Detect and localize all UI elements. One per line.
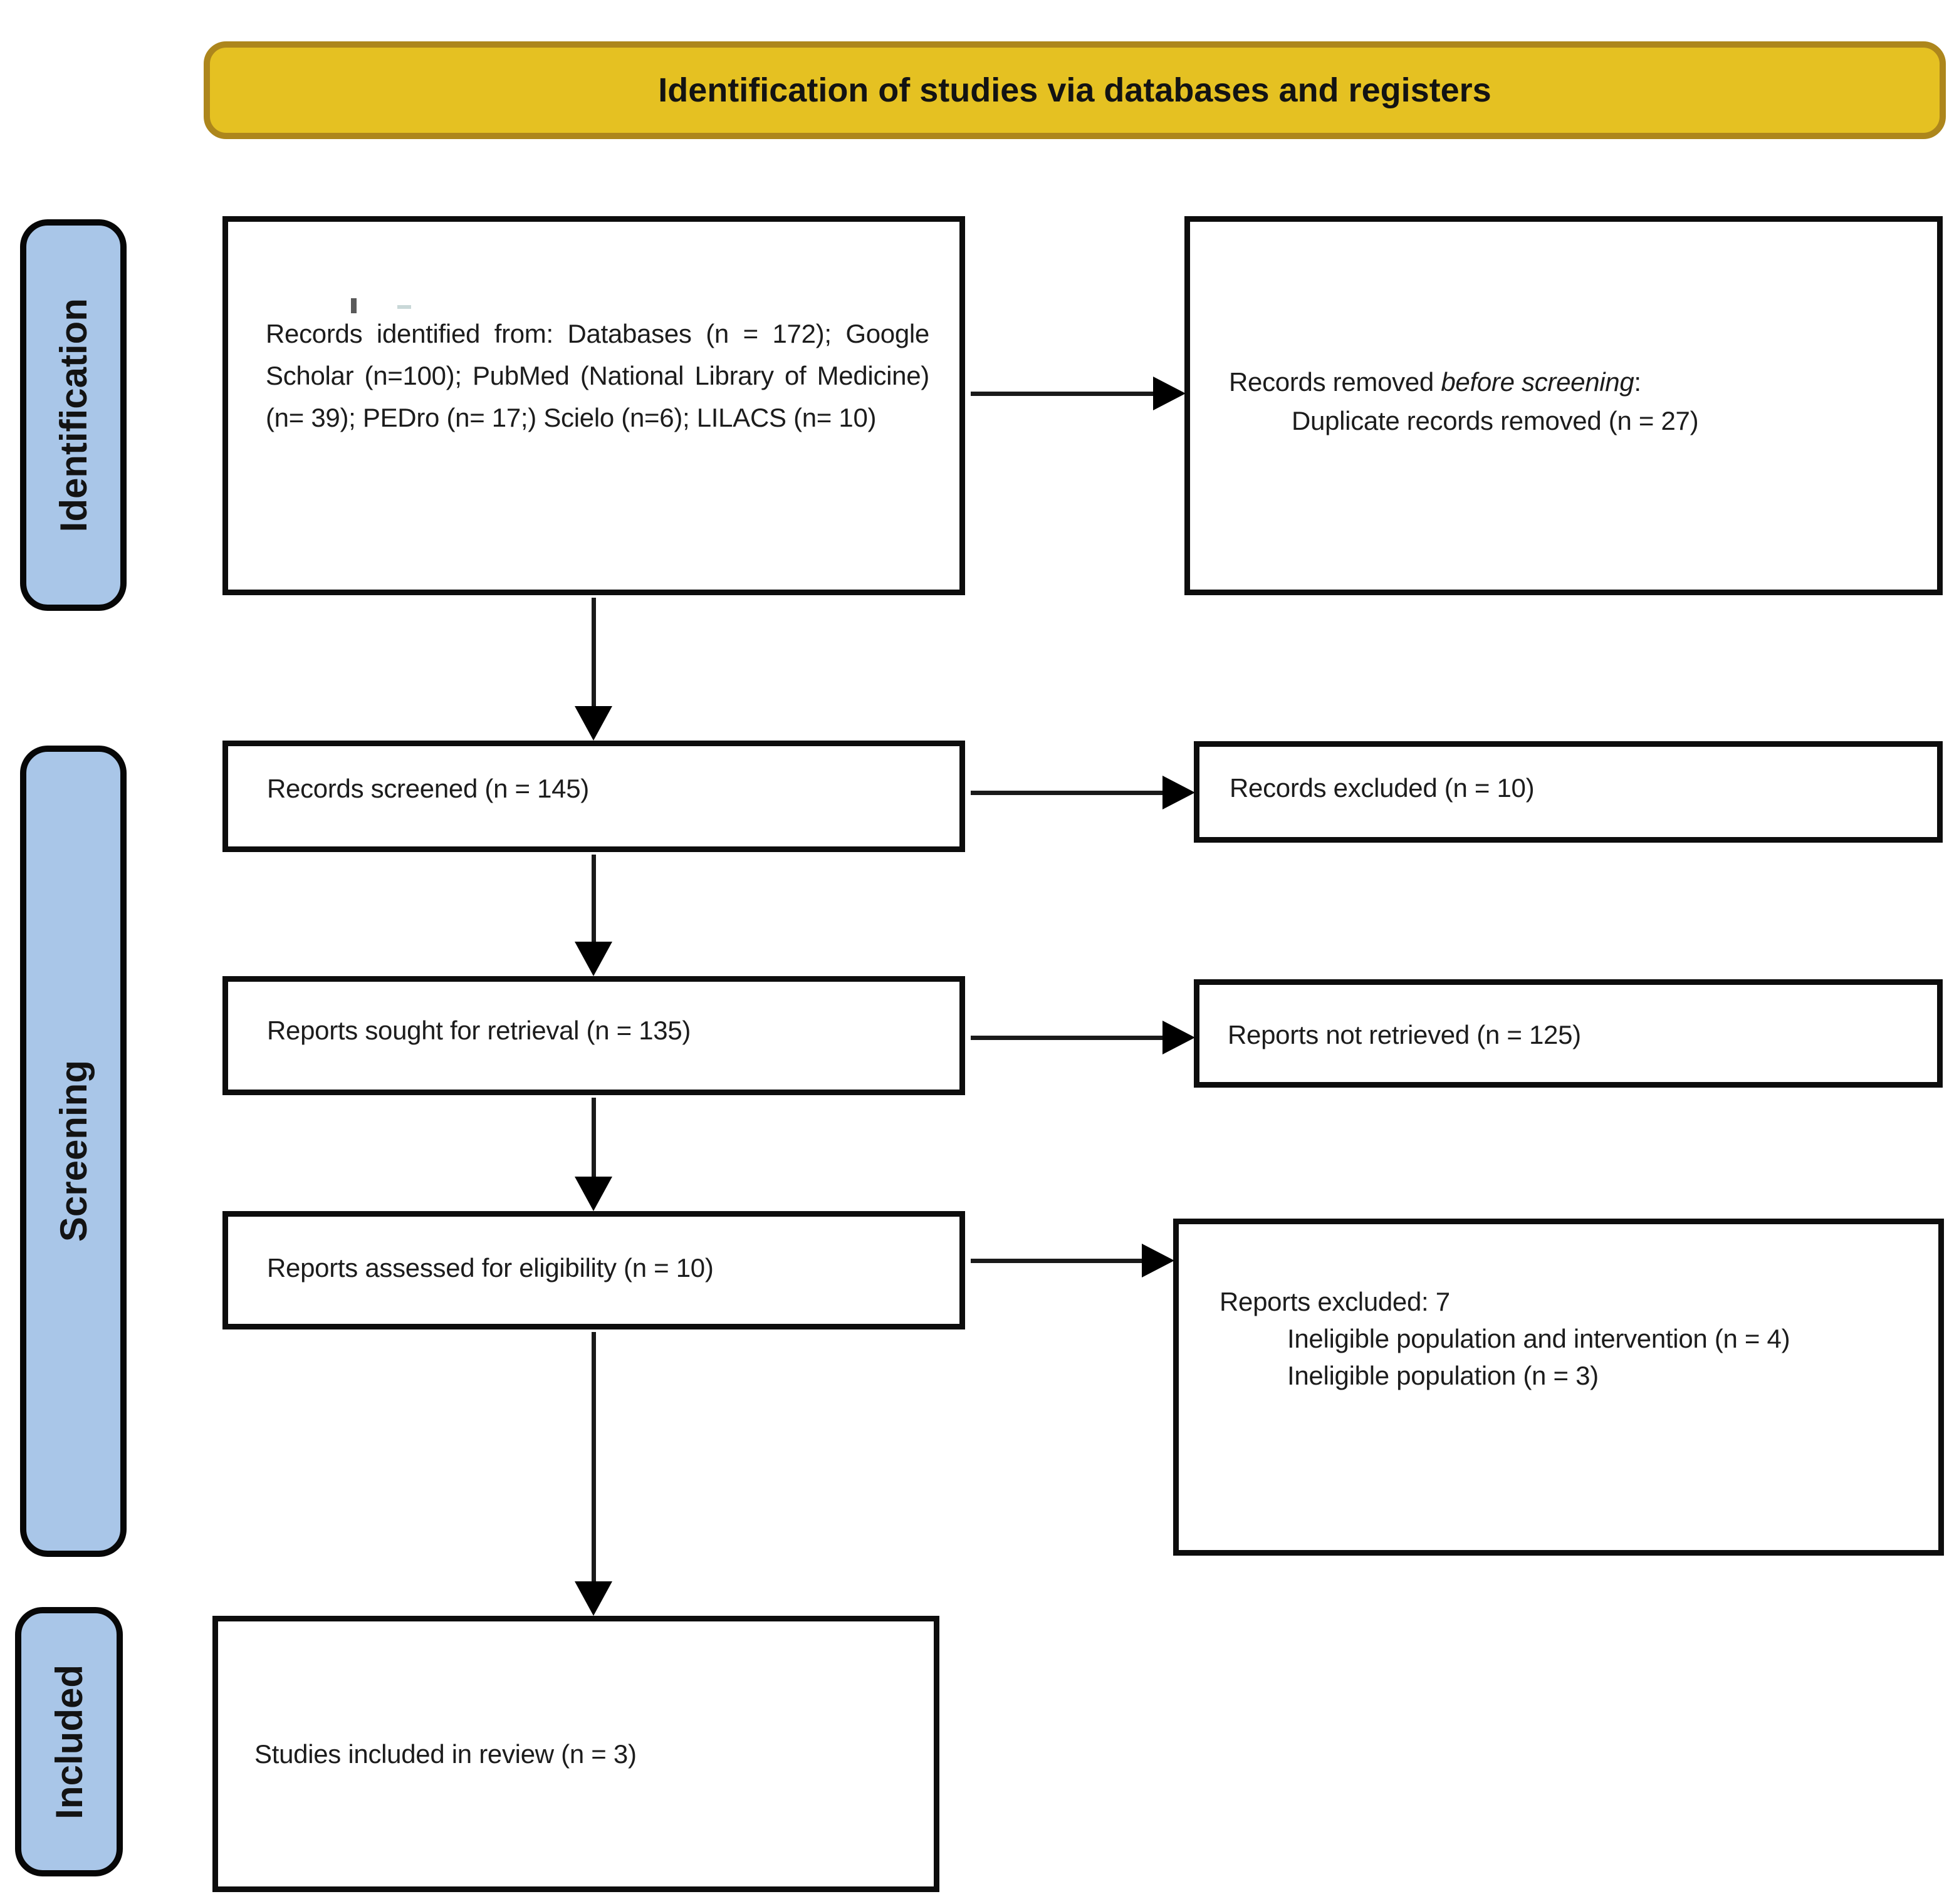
arrow-head-down-icon — [575, 942, 612, 976]
reports-excluded-line2: Ineligible population and intervention (… — [1287, 1323, 1790, 1353]
stage-label-screening-text: Screening — [52, 1060, 95, 1242]
arrow-line — [971, 791, 1165, 795]
arrow-line — [592, 1332, 596, 1586]
box-records-screened: Records screened (n = 145) — [222, 741, 965, 852]
box-reports-sought: Reports sought for retrieval (n = 135) — [222, 976, 965, 1095]
banner: Identification of studies via databases … — [204, 41, 1946, 139]
box-studies-included: Studies included in review (n = 3) — [212, 1616, 939, 1892]
arrow-head-down-icon — [575, 706, 612, 741]
box-reports-sought-text: Reports sought for retrieval (n = 135) — [267, 1016, 691, 1045]
records-removed-suffix: : — [1634, 367, 1641, 397]
box-reports-excluded-text: Reports excluded: 7 Ineligible populatio… — [1220, 1284, 1913, 1394]
arrow-line — [971, 1036, 1165, 1040]
scan-artifact — [351, 298, 357, 313]
banner-title: Identification of studies via databases … — [658, 71, 1491, 109]
reports-excluded-line1: Reports excluded: 7 — [1220, 1287, 1450, 1316]
arrow-line — [592, 855, 596, 946]
box-records-excluded: Records excluded (n = 10) — [1194, 741, 1943, 843]
arrow-head-right-icon — [1142, 1244, 1174, 1277]
records-removed-italic: before screening — [1441, 367, 1634, 397]
box-records-removed-text: Records removed before screening: Duplic… — [1229, 363, 1912, 440]
box-records-identified-text: Records identified from: Databases (n = … — [266, 319, 929, 433]
box-records-identified: Records identified from: Databases (n = … — [222, 216, 965, 595]
arrow-head-right-icon — [1153, 377, 1186, 410]
records-removed-line1: Records removed before screening: — [1229, 363, 1912, 402]
stage-label-identification-text: Identification — [52, 298, 95, 533]
arrow-line — [971, 1259, 1143, 1263]
stage-label-included-text: Included — [48, 1664, 90, 1819]
box-reports-excluded: Reports excluded: 7 Ineligible populatio… — [1173, 1219, 1944, 1556]
box-records-excluded-text: Records excluded (n = 10) — [1230, 773, 1535, 803]
arrow-head-down-icon — [575, 1177, 612, 1211]
arrow-head-right-icon — [1162, 1021, 1195, 1054]
arrow-line — [592, 598, 596, 710]
stage-label-included: Included — [15, 1607, 123, 1876]
box-reports-not-retrieved: Reports not retrieved (n = 125) — [1194, 979, 1943, 1088]
stage-label-screening: Screening — [20, 746, 127, 1557]
records-removed-line2: Duplicate records removed (n = 27) — [1292, 406, 1699, 436]
arrow-head-down-icon — [575, 1581, 612, 1616]
box-records-screened-text: Records screened (n = 145) — [267, 774, 589, 803]
arrow-line — [592, 1098, 596, 1181]
box-reports-assessed: Reports assessed for eligibility (n = 10… — [222, 1211, 965, 1329]
box-studies-included-text: Studies included in review (n = 3) — [254, 1739, 637, 1769]
arrow-line — [971, 392, 1156, 396]
box-records-removed: Records removed before screening: Duplic… — [1184, 216, 1943, 595]
box-reports-not-retrieved-text: Reports not retrieved (n = 125) — [1228, 1020, 1581, 1049]
reports-excluded-line3: Ineligible population (n = 3) — [1287, 1360, 1599, 1390]
box-reports-assessed-text: Reports assessed for eligibility (n = 10… — [267, 1253, 714, 1282]
records-removed-prefix: Records removed — [1229, 367, 1441, 397]
arrow-head-right-icon — [1162, 776, 1195, 809]
scan-artifact — [397, 305, 411, 309]
stage-label-identification: Identification — [20, 219, 127, 611]
